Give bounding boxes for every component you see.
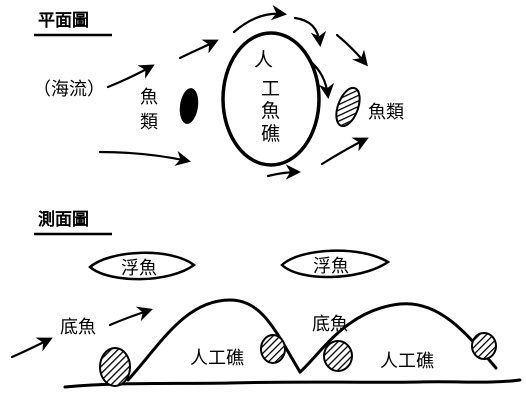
bottom-fish [260, 334, 286, 364]
current-arrow [10, 337, 53, 359]
artificial-reef-mound-right [298, 302, 498, 374]
reef-char-2: 工 [261, 78, 280, 100]
bottom-fish [323, 340, 353, 372]
floating-fish-left-label: 浮魚 [121, 258, 157, 279]
seabed-line [63, 378, 522, 389]
reef-char-4: 礁 [261, 123, 280, 145]
current-arrow [98, 150, 192, 166]
reef-right-label: 人工礁 [380, 351, 434, 372]
current-arrow [293, 16, 327, 48]
current-arrow [335, 33, 368, 67]
floating-fish-left [88, 251, 197, 281]
fish-left-char-2: 類 [140, 112, 158, 133]
current-arrow [309, 60, 335, 100]
fish-plan-left [179, 88, 199, 124]
bottom-fish-left-label: 底魚 [60, 317, 96, 338]
bottom-fish [471, 332, 497, 360]
reef-plan-label: 人 工 魚 礁 [254, 49, 280, 145]
floating-fish-right-label: 浮魚 [313, 256, 349, 277]
side-view-title: 測面圖 [38, 209, 89, 230]
current-arrow [178, 39, 219, 60]
current-arrow [106, 64, 155, 89]
current-arrow [108, 306, 153, 327]
plan-view-title: 平面圖 [38, 11, 89, 31]
bottom-fish [99, 347, 131, 387]
reef-char-1: 人 [254, 49, 273, 71]
fish-plan-right [335, 86, 361, 128]
current-arrow [320, 137, 369, 166]
current-arrows-side [10, 306, 153, 359]
bottom-fish-middle-label: 底魚 [312, 314, 348, 335]
current-arrow [232, 4, 288, 34]
current-arrow [266, 164, 302, 180]
fish-right-label: 魚類 [368, 102, 404, 123]
current-label: （海流） [33, 79, 105, 100]
reef-char-3: 魚 [261, 100, 280, 122]
floating-fish-right [280, 249, 391, 279]
current-arrows-plan [98, 4, 369, 180]
fish-left-char-1: 魚 [140, 87, 158, 108]
reef-left-label: 人工礁 [190, 348, 244, 369]
